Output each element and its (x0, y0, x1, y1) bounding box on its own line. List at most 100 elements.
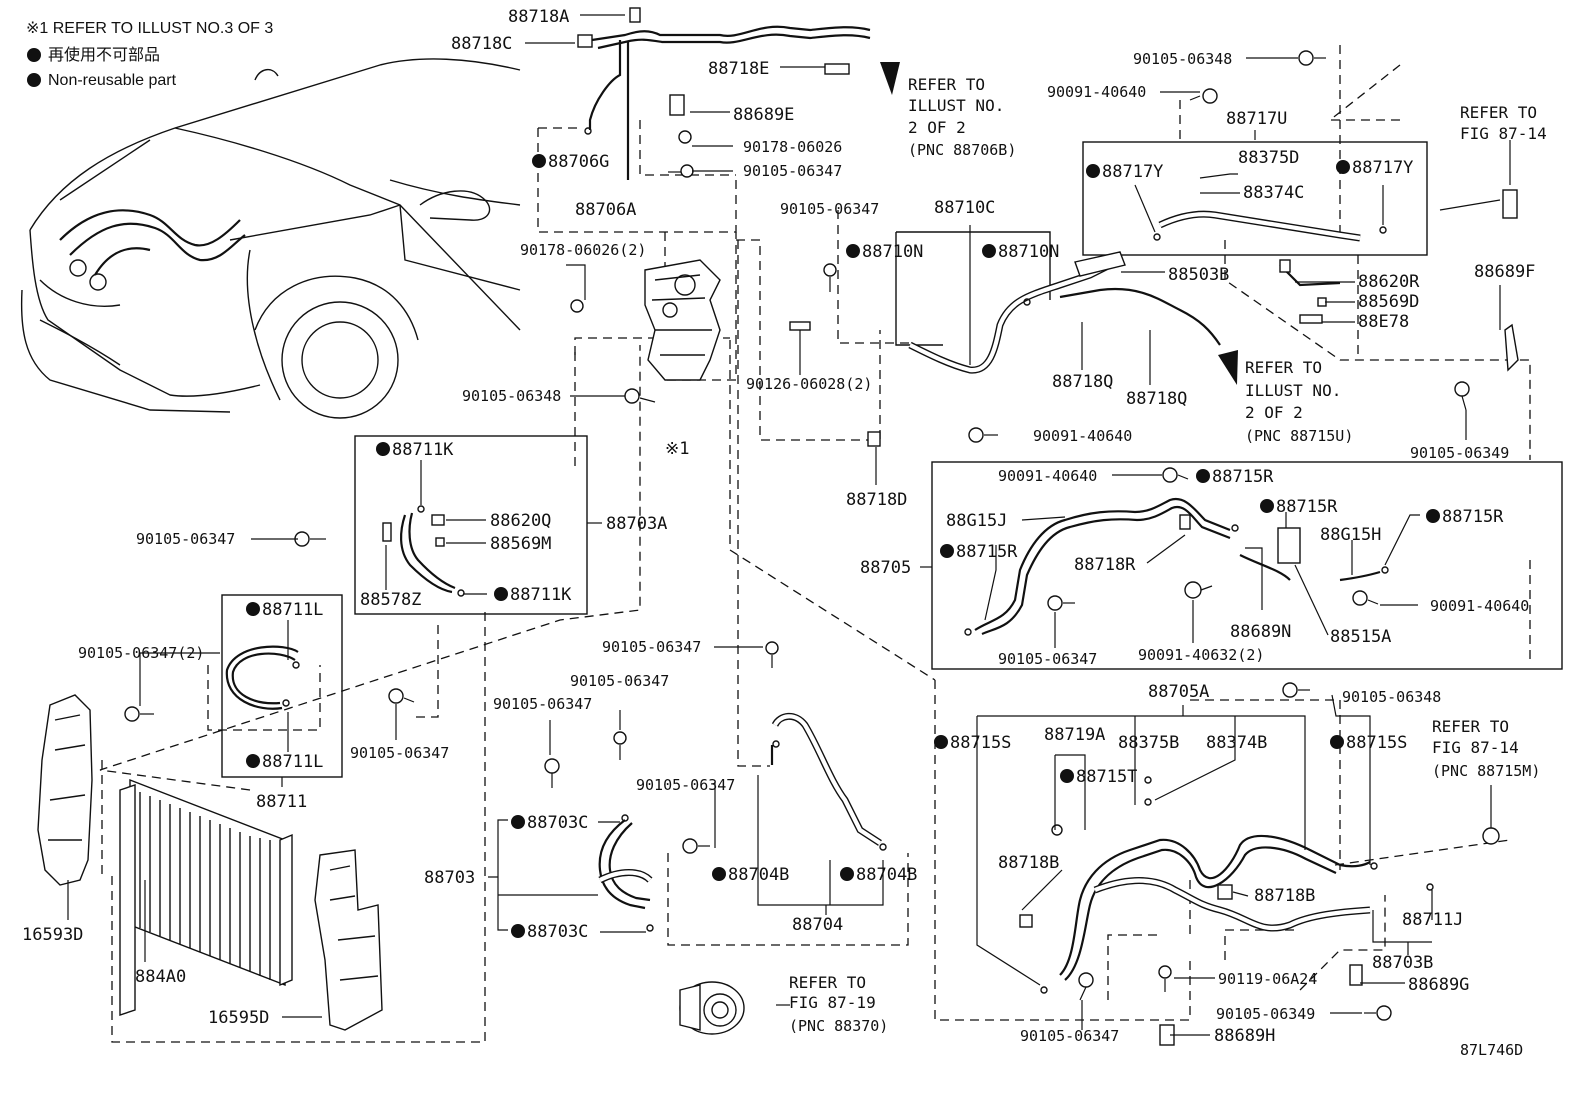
nonreusable-dot-icon (940, 544, 954, 558)
nonreusable-dot-icon (532, 154, 546, 168)
part-label[interactable]: 88703A (606, 514, 667, 534)
part-label[interactable]: 88718C (451, 34, 512, 54)
part-label[interactable]: 88689G (1408, 975, 1469, 995)
part-label[interactable]: 88715R (1442, 507, 1504, 527)
part-label[interactable]: 88703B (1372, 953, 1433, 973)
part-label[interactable]: 88374C (1243, 183, 1304, 203)
car-outline (20, 58, 521, 419)
part-label[interactable]: 90105-06347(2) (78, 644, 204, 662)
part-label[interactable]: 88718B (998, 853, 1059, 873)
part-label[interactable]: 88703C (527, 922, 588, 942)
refer-note-line: 2 OF 2 (1245, 403, 1303, 422)
part-label[interactable]: 16595D (208, 1008, 269, 1028)
part-label[interactable]: 90105-06349 (1216, 1005, 1315, 1023)
part-label[interactable]: 88569D (1358, 292, 1419, 312)
part-label[interactable]: 88689E (733, 105, 794, 125)
part-label[interactable]: 90105-06347 (998, 650, 1097, 668)
part-labels: 88718A 88718C 88718E 88689E 90178-06026 … (22, 7, 1535, 1046)
part-label[interactable]: 88711L (262, 600, 323, 620)
part-label[interactable]: 90126-06028(2) (746, 375, 872, 393)
part-label[interactable]: 90105-06347 (636, 776, 735, 794)
part-label[interactable]: 90091-40640 (1033, 427, 1132, 445)
part-label[interactable]: 90105-06347 (743, 162, 842, 180)
part-label[interactable]: 88715T (1076, 767, 1137, 787)
part-label[interactable]: 90105-06347 (136, 530, 235, 548)
nonreusable-dot-icon (511, 815, 525, 829)
part-label[interactable]: 88711J (1402, 910, 1463, 930)
part-label[interactable]: 90105-06347 (602, 638, 701, 656)
part-label[interactable]: 90105-06348 (1133, 50, 1232, 68)
part-label[interactable]: 88706G (548, 152, 609, 172)
part-label[interactable]: 88718R (1074, 555, 1136, 575)
part-label[interactable]: 90105-06349 (1410, 444, 1509, 462)
part-label[interactable]: 88719A (1044, 725, 1105, 745)
part-label[interactable]: ※1 (665, 439, 689, 459)
nonreusable-dot-icon (494, 587, 508, 601)
part-label[interactable]: 88375D (1238, 148, 1299, 168)
part-label[interactable]: 88689N (1230, 622, 1291, 642)
part-label[interactable]: 90105-06347 (493, 695, 592, 713)
part-label[interactable]: 90105-06348 (462, 387, 561, 405)
part-label[interactable]: 88G15J (946, 511, 1007, 531)
part-label[interactable]: 88710N (998, 242, 1059, 262)
part-label[interactable]: 88717U (1226, 109, 1287, 129)
part-label[interactable]: 90091-40640 (998, 467, 1097, 485)
part-label[interactable]: 88715R (956, 542, 1018, 562)
part-label[interactable]: 88715S (1346, 733, 1407, 753)
part-label[interactable]: 88711K (392, 440, 454, 460)
part-label[interactable]: 88718Q (1052, 372, 1113, 392)
part-label[interactable]: 884A0 (135, 967, 186, 987)
part-label[interactable]: 88375B (1118, 733, 1179, 753)
part-label[interactable]: 88717Y (1352, 158, 1413, 178)
part-label[interactable]: 88620R (1358, 272, 1420, 292)
part-label[interactable]: 88711 (256, 792, 307, 812)
part-label[interactable]: 88710C (934, 198, 995, 218)
part-label[interactable]: 88718B (1254, 886, 1315, 906)
part-label[interactable]: 88718E (708, 59, 769, 79)
part-label[interactable]: 88515A (1330, 627, 1391, 647)
part-label[interactable]: 90105-06347 (350, 744, 449, 762)
part-label[interactable]: 88704B (856, 865, 917, 885)
part-label[interactable]: 90178-06026 (743, 138, 842, 156)
part-label[interactable]: 88703C (527, 813, 588, 833)
part-label[interactable]: 88620Q (490, 511, 551, 531)
part-label[interactable]: 90105-06347 (1020, 1027, 1119, 1045)
part-label[interactable]: 88715R (1276, 497, 1338, 517)
part-label[interactable]: 88717Y (1102, 162, 1163, 182)
part-label[interactable]: 88374B (1206, 733, 1267, 753)
part-label[interactable]: 88703 (424, 868, 475, 888)
part-label[interactable]: 90091-40640 (1430, 597, 1529, 615)
part-label[interactable]: 88569M (490, 534, 551, 554)
part-label[interactable]: 88705 (860, 558, 911, 578)
part-label[interactable]: 88718Q (1126, 389, 1187, 409)
part-label[interactable]: 88704 (792, 915, 843, 935)
part-label[interactable]: 90091-40640 (1047, 83, 1146, 101)
part-label[interactable]: 88704B (728, 865, 789, 885)
part-label[interactable]: 88706A (575, 200, 636, 220)
part-label[interactable]: 88711L (262, 752, 323, 772)
part-label[interactable]: 88705A (1148, 682, 1209, 702)
part-label[interactable]: 88715S (950, 733, 1011, 753)
part-label[interactable]: 88E78 (1358, 312, 1409, 332)
part-label[interactable]: 16593D (22, 925, 83, 945)
part-label[interactable]: 88718A (508, 7, 569, 27)
part-label[interactable]: 90178-06026(2) (520, 241, 646, 259)
nonreusable-markers (246, 154, 1440, 938)
part-label[interactable]: 88711K (510, 585, 572, 605)
part-label[interactable]: 90119-06A24 (1218, 970, 1317, 988)
part-label[interactable]: 90091-40632(2) (1138, 646, 1264, 664)
part-label[interactable]: 90105-06347 (570, 672, 669, 690)
refer-note-line: FIG 87-19 (789, 993, 876, 1012)
part-label[interactable]: 88715R (1212, 467, 1274, 487)
part-label[interactable]: 88503B (1168, 265, 1229, 285)
part-label[interactable]: 88689F (1474, 262, 1535, 282)
part-label[interactable]: 88G15H (1320, 525, 1381, 545)
nonreusable-dot-icon (1060, 769, 1074, 783)
part-label[interactable]: 88710N (862, 242, 923, 262)
part-label[interactable]: 88578Z (360, 590, 421, 610)
part-label[interactable]: 90105-06348 (1342, 688, 1441, 706)
part-label[interactable]: 88718D (846, 490, 907, 510)
part-label[interactable]: 90105-06347 (780, 200, 879, 218)
part-label[interactable]: 88689H (1214, 1026, 1275, 1046)
